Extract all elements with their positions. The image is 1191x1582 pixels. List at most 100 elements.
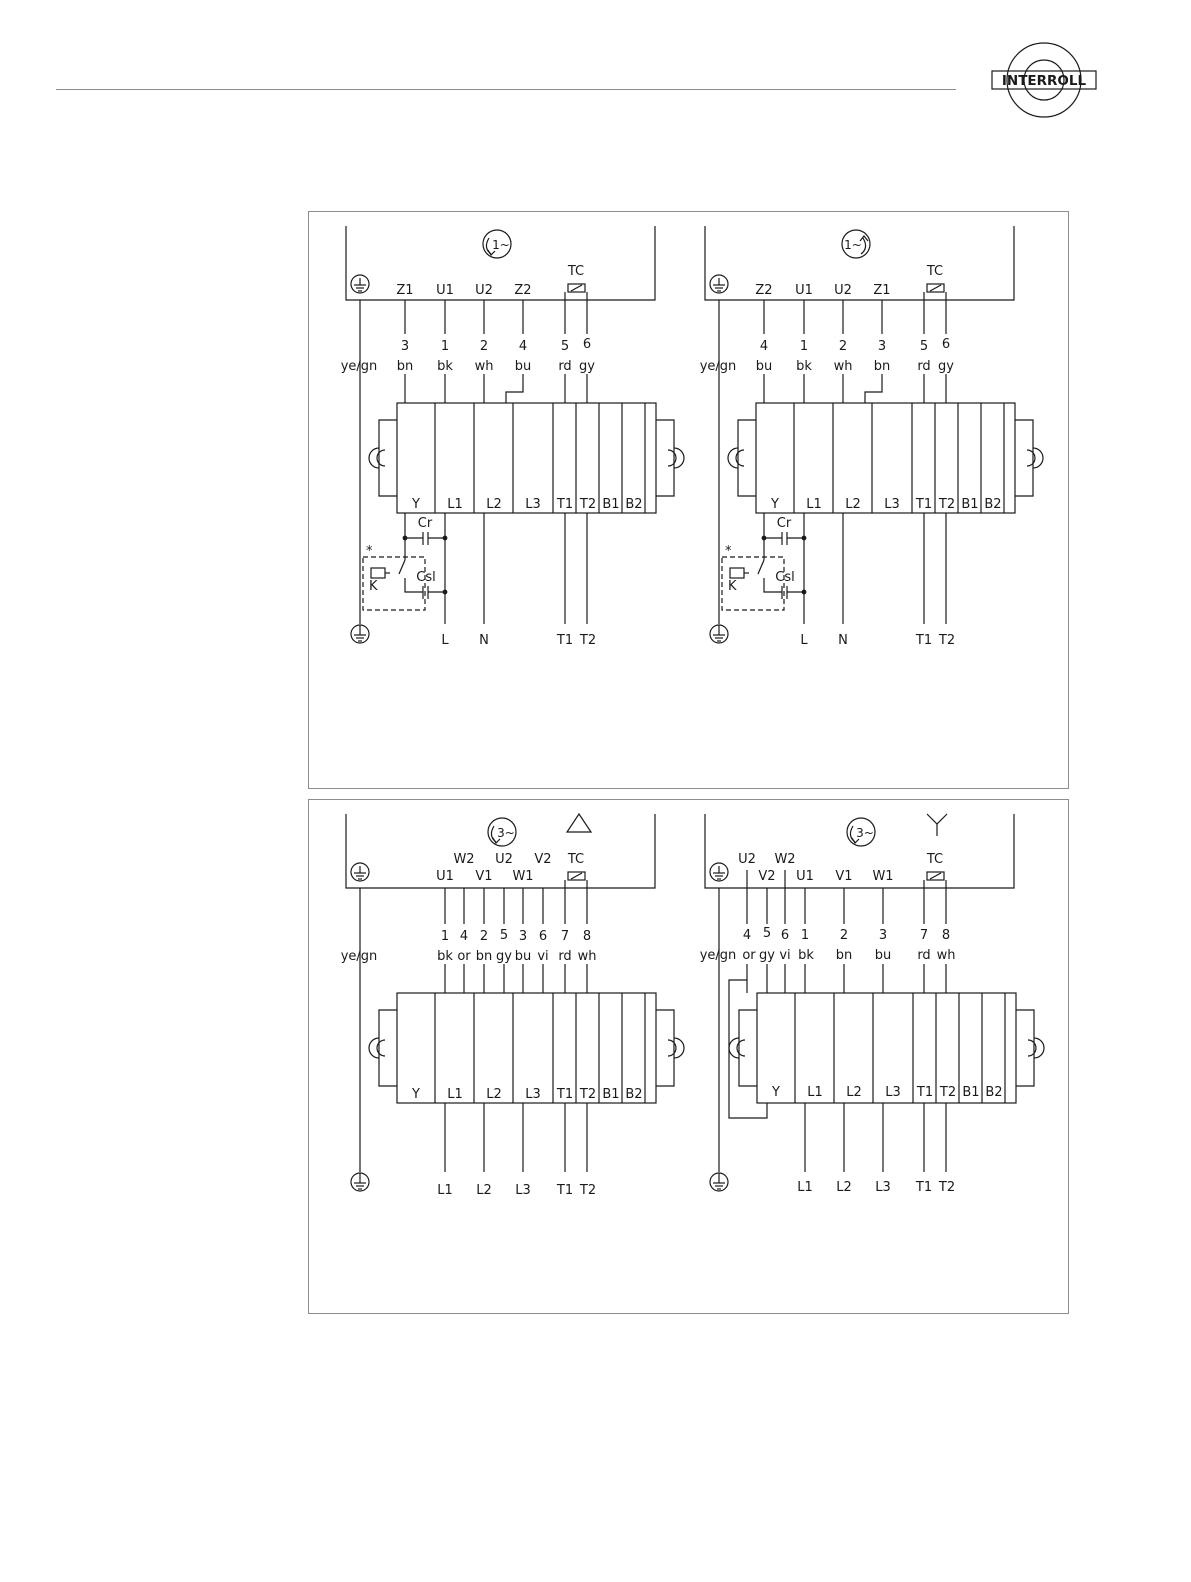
- terminal-u1: U1: [795, 283, 813, 298]
- block-terminal-l2: L2: [845, 497, 861, 512]
- block-terminal-b1: B1: [602, 1087, 619, 1102]
- wire-color-ye-gn: ye/gn: [700, 948, 737, 963]
- diagram-single-phase-cw: 1~ Z2 U1 U2 Z1 TC 4 1 2 3 5 6 ye/gn bu b…: [700, 226, 1044, 648]
- wire-number: 7: [561, 929, 569, 944]
- terminal-w1: W1: [872, 869, 893, 884]
- wire-number: 3: [879, 928, 887, 943]
- capacitor-start-label: Csl: [416, 570, 435, 585]
- terminal-v2: V2: [758, 869, 775, 884]
- wire-color: rd: [558, 949, 571, 964]
- wire-color: wh: [834, 359, 853, 374]
- block-terminal-l1: L1: [807, 1085, 823, 1100]
- block-terminal-y: Y: [770, 497, 779, 512]
- supply-label-t2: T2: [938, 633, 955, 648]
- block-terminal-t1: T1: [916, 1085, 933, 1100]
- earth-symbol-top-c: [350, 862, 370, 882]
- earth-symbol-bottom-a: [350, 624, 370, 644]
- block-terminal-l3: L3: [525, 1087, 541, 1102]
- wire-color-ye-gn: ye/gn: [700, 359, 737, 374]
- wire-color: bn: [874, 359, 891, 374]
- star-connection-icon: [926, 813, 948, 825]
- wire-number: 1: [441, 339, 449, 354]
- logo-text: INTERROLL: [1002, 73, 1087, 89]
- wire-number: 5: [500, 928, 508, 943]
- wire-color: bk: [796, 359, 812, 374]
- wire-number: 2: [840, 928, 848, 943]
- wire-number: 5: [561, 339, 569, 354]
- block-terminal-l2: L2: [486, 1087, 502, 1102]
- thermal-label: TC: [567, 852, 584, 867]
- terminal-u2: U2: [738, 852, 756, 867]
- wire-color: rd: [558, 359, 571, 374]
- supply-label-t2: T2: [938, 1180, 955, 1195]
- relay-coil-icon: [729, 567, 745, 579]
- wire-number: 4: [519, 339, 527, 354]
- block-terminal-t2: T2: [579, 497, 596, 512]
- terminal-block-c: [368, 992, 685, 1104]
- wire-number: 6: [539, 929, 547, 944]
- wire-number: 8: [583, 929, 591, 944]
- block-terminal-y: Y: [411, 497, 420, 512]
- relay-contact-icon: [398, 559, 406, 575]
- block-terminal-l3: L3: [525, 497, 541, 512]
- block-terminal-b2: B2: [625, 1087, 642, 1102]
- wire-number: 6: [942, 337, 950, 352]
- wire-number: 3: [401, 339, 409, 354]
- supply-label-t1: T1: [915, 1180, 932, 1195]
- wire-number: 5: [763, 926, 771, 941]
- block-terminal-y: Y: [411, 1087, 420, 1102]
- wire-number: 7: [920, 928, 928, 943]
- block-terminal-l1: L1: [447, 497, 463, 512]
- diagram-three-phase-delta: 3~ W2 U2 V2 U1 V1 W1 TC 1 4 2 5 3 6 7 8 …: [341, 812, 685, 1198]
- wire-number: 2: [480, 929, 488, 944]
- earth-symbol-top-b: [709, 274, 729, 294]
- terminal-block-d: [728, 992, 1045, 1104]
- block-terminal-t1: T1: [556, 1087, 573, 1102]
- supply-label-t2: T2: [579, 633, 596, 648]
- block-terminal-l3: L3: [884, 497, 900, 512]
- terminal-u1: U1: [436, 869, 454, 884]
- wire-number: 1: [800, 339, 808, 354]
- terminal-block-a: [368, 402, 685, 514]
- wire-color: bk: [798, 948, 814, 963]
- wire-number: 4: [460, 929, 468, 944]
- wire-color: gy: [496, 949, 512, 964]
- supply-label-t1: T1: [556, 633, 573, 648]
- supply-label-l: L: [441, 633, 449, 648]
- wire-color: gy: [759, 948, 775, 963]
- wire-color: bu: [756, 359, 773, 374]
- motor-label-d: 3~: [856, 826, 874, 840]
- block-terminal-t2: T2: [939, 1085, 956, 1100]
- terminal-u2: U2: [834, 283, 852, 298]
- relay-coil-icon: [370, 567, 386, 579]
- wire-color: bu: [515, 359, 532, 374]
- supply-label-l2: L2: [836, 1180, 852, 1195]
- wire-number: 1: [441, 929, 449, 944]
- wire-color: bu: [875, 948, 892, 963]
- delta-connection-icon: [565, 812, 593, 833]
- terminal-u1: U1: [436, 283, 454, 298]
- wire-number: 4: [760, 339, 768, 354]
- relay-note: *: [725, 544, 732, 559]
- supply-label-l3: L3: [515, 1183, 531, 1198]
- wire-color: gy: [938, 359, 954, 374]
- motor-label-b: 1~: [844, 238, 862, 252]
- block-terminal-b2: B2: [985, 1085, 1002, 1100]
- terminal-u2: U2: [495, 852, 513, 867]
- wire-color: vi: [537, 949, 548, 964]
- wire-color: bn: [397, 359, 414, 374]
- block-terminal-l1: L1: [806, 497, 822, 512]
- terminal-w2: W2: [453, 852, 474, 867]
- motor-housing-c: [345, 814, 656, 889]
- wire-color: rd: [917, 948, 930, 963]
- thermal-label: TC: [926, 852, 943, 867]
- supply-label-l1: L1: [797, 1180, 813, 1195]
- relay-contact-icon: [757, 559, 765, 575]
- wire-color: or: [457, 949, 471, 964]
- supply-label-t1: T1: [915, 633, 932, 648]
- wire-number: 2: [480, 339, 488, 354]
- motor-symbol-b: [841, 229, 871, 259]
- thermal-switch-icon: [926, 871, 945, 881]
- wire-color: bn: [836, 948, 853, 963]
- thermal-switch-icon: [567, 283, 586, 293]
